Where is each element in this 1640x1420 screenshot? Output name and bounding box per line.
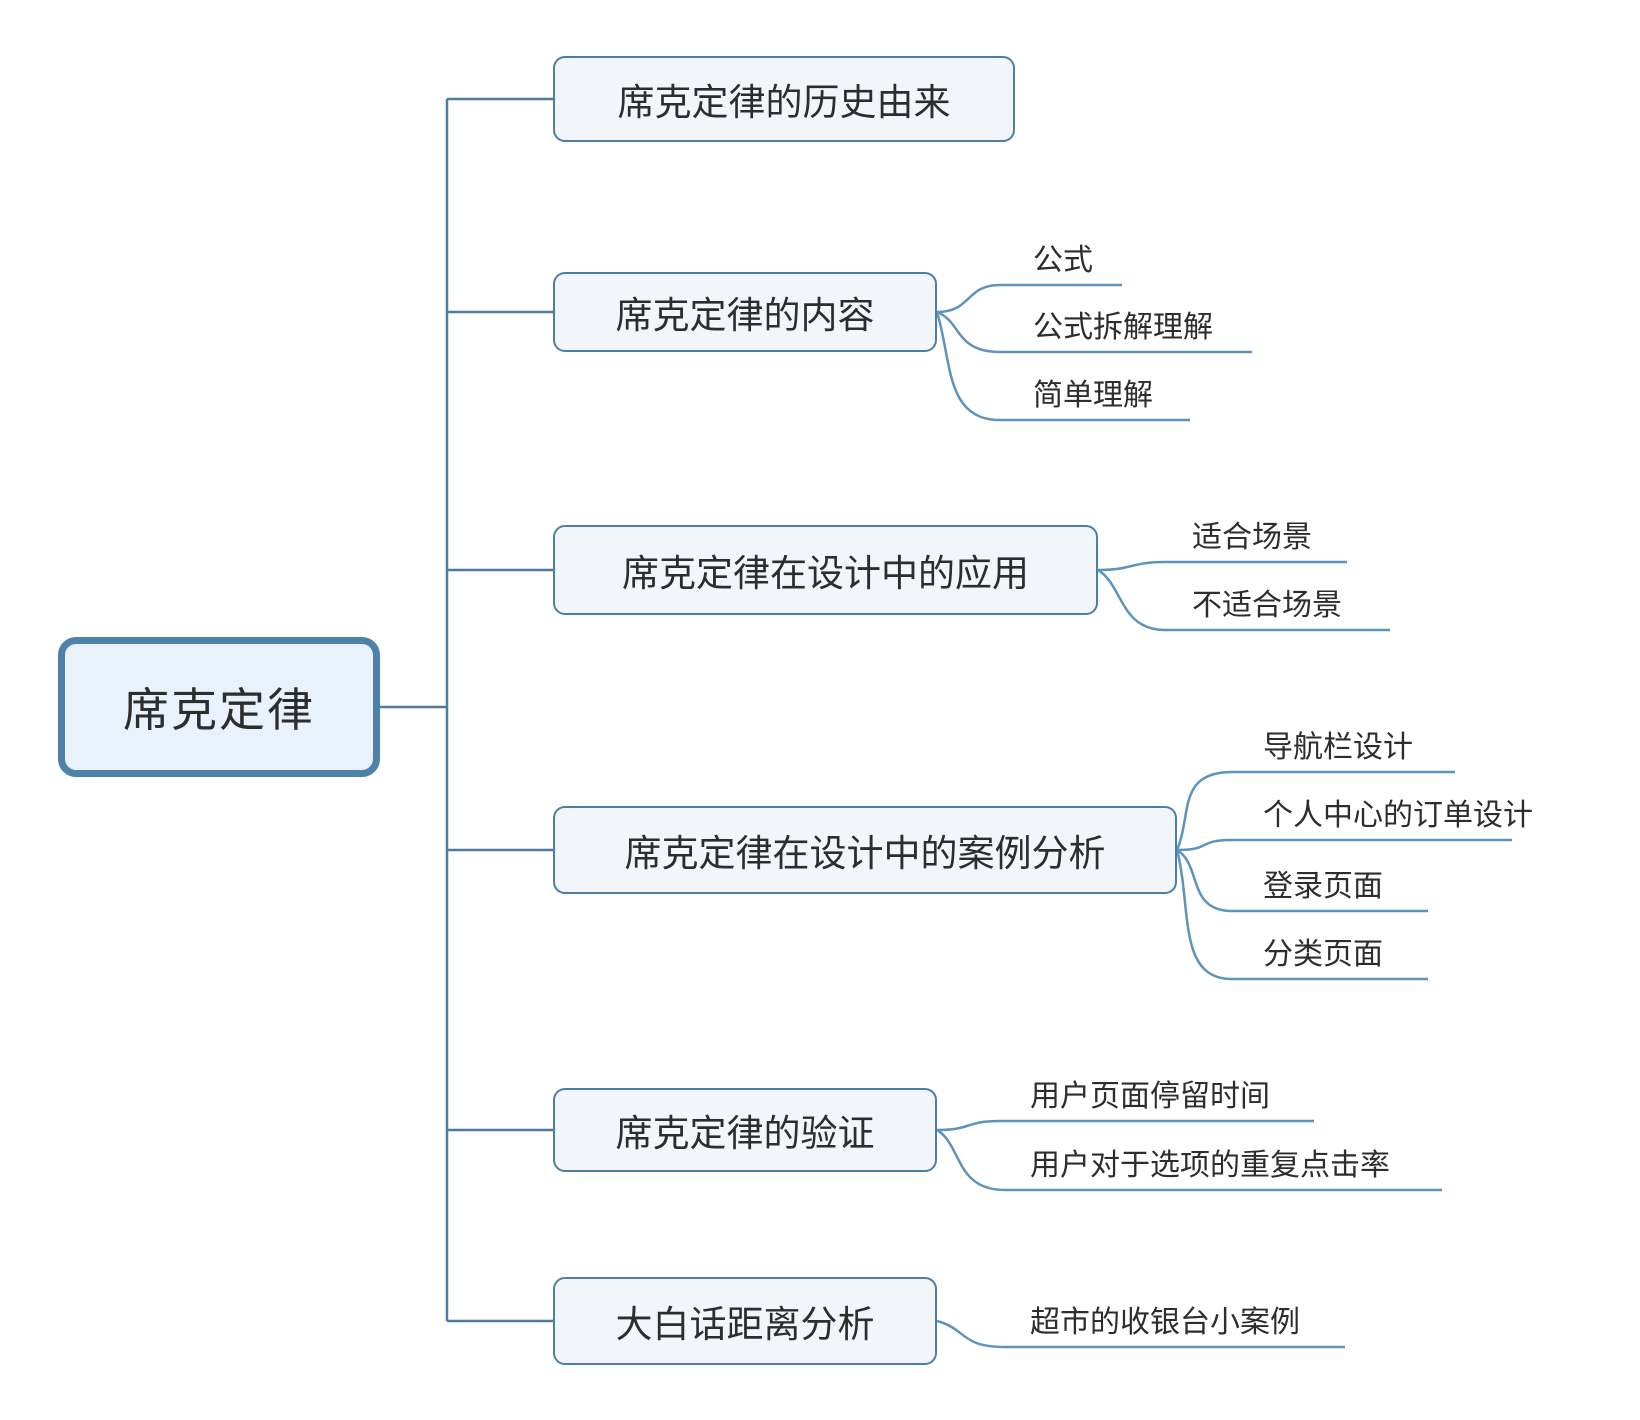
child-node-simple-understanding[interactable]: 简单理解 — [1033, 379, 1153, 412]
branch-node-verification[interactable]: 席克定律的验证 — [553, 1088, 937, 1172]
root-node[interactable]: 席克定律 — [58, 637, 380, 777]
child-connector-login-page — [1176, 848, 1428, 913]
child-connector-repeat-click-rate — [936, 1128, 1442, 1192]
branch-node-case-analysis[interactable]: 席克定律在设计中的案例分析 — [553, 806, 1177, 894]
child-connector-order-design — [1176, 838, 1512, 852]
child-node-navbar-design[interactable]: 导航栏设计 — [1263, 731, 1413, 764]
child-node-login-page[interactable]: 登录页面 — [1263, 870, 1383, 903]
child-node-stay-time[interactable]: 用户页面停留时间 — [1030, 1080, 1270, 1113]
child-node-order-design[interactable]: 个人中心的订单设计 — [1263, 799, 1533, 832]
child-connector-suitable-scene — [1097, 560, 1347, 572]
child-node-suitable-scene[interactable]: 适合场景 — [1192, 521, 1312, 554]
branch-node-plain-talk[interactable]: 大白话距离分析 — [553, 1277, 937, 1365]
child-connector-category-page — [1175, 849, 1428, 981]
child-connector-navbar-design — [1175, 770, 1455, 851]
child-connector-unsuitable-scene — [1097, 568, 1390, 632]
child-connector-simple-understanding — [935, 311, 1190, 422]
child-node-category-page[interactable]: 分类页面 — [1263, 938, 1383, 971]
child-connector-stay-time — [936, 1119, 1314, 1132]
branch-node-application[interactable]: 席克定律在设计中的应用 — [553, 525, 1098, 615]
child-connector-formula-breakdown — [936, 310, 1252, 354]
child-node-formula[interactable]: 公式 — [1033, 244, 1093, 277]
child-node-unsuitable-scene[interactable]: 不适合场景 — [1192, 589, 1342, 622]
child-node-repeat-click-rate[interactable]: 用户对于选项的重复点击率 — [1030, 1149, 1390, 1182]
branch-node-content[interactable]: 席克定律的内容 — [553, 272, 937, 352]
child-connector-formula — [936, 283, 1122, 314]
child-node-formula-breakdown[interactable]: 公式拆解理解 — [1033, 311, 1213, 344]
child-node-supermarket-case[interactable]: 超市的收银台小案例 — [1030, 1306, 1300, 1339]
branch-node-history[interactable]: 席克定律的历史由来 — [553, 56, 1015, 142]
child-connector-supermarket-case — [936, 1319, 1345, 1349]
